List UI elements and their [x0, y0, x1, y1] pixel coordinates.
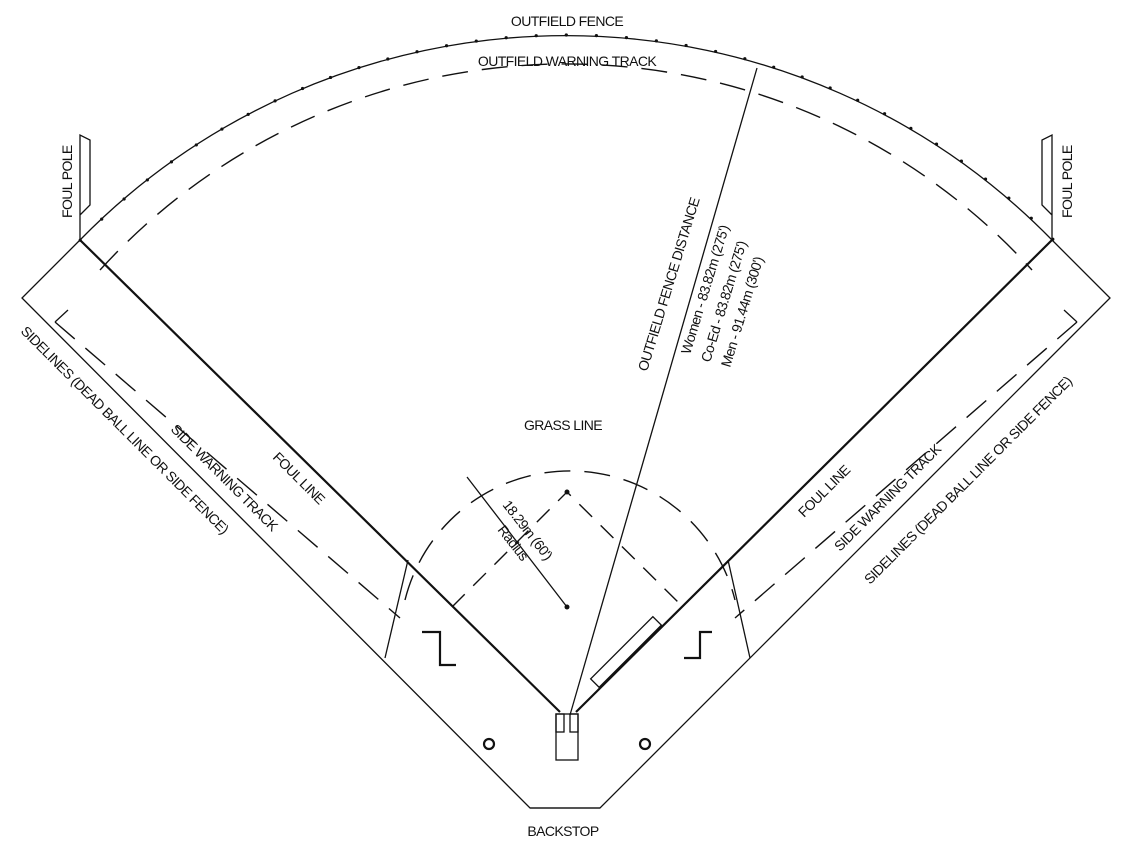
fence-post — [415, 50, 419, 54]
fence-post — [194, 143, 198, 147]
fence-post — [1029, 216, 1033, 220]
track-edge-left — [384, 559, 409, 659]
fence-post — [100, 217, 104, 221]
second-base — [564, 489, 570, 495]
fence-post — [594, 34, 598, 38]
fence-post — [273, 99, 277, 103]
fence-post — [328, 75, 333, 80]
fence-post — [169, 160, 174, 164]
fence-post — [934, 142, 939, 146]
fence-post — [800, 75, 804, 79]
coach-box-left — [422, 630, 456, 667]
sideline-left — [21, 239, 1111, 809]
foul-line-left — [79, 239, 561, 713]
fence-post — [564, 33, 568, 37]
fence-distance-line — [569, 67, 758, 716]
fence-post — [300, 86, 305, 91]
foul-pole-left-label: FOUL POLE — [59, 145, 75, 218]
fence-post — [772, 65, 776, 69]
sidelines-left-label: SIDELINES (DEAD BALL LINE OR SIDE FENCE) — [18, 323, 232, 537]
fence-post — [959, 159, 964, 163]
on-deck-circle-right — [638, 737, 652, 751]
fence-post — [983, 177, 988, 181]
foul-pole-left-icon — [79, 133, 91, 240]
batters-box-left — [555, 713, 565, 733]
fence-post — [246, 112, 250, 116]
track-tick-right — [1063, 309, 1078, 323]
fence-post — [909, 126, 913, 130]
foul-line-left-label: FOUL LINE — [270, 449, 328, 507]
fence-post — [145, 178, 149, 182]
fence-post — [714, 49, 718, 54]
fence-post — [122, 197, 126, 201]
foul-line-right — [575, 239, 1053, 713]
base-paths — [451, 491, 684, 608]
coach-box-right — [684, 630, 712, 660]
fence-post — [828, 86, 832, 90]
side-warning-track-right — [734, 321, 1078, 619]
first-base-bag — [589, 615, 663, 689]
track-tick-left — [54, 309, 69, 323]
outfield-warning-track — [99, 63, 1033, 271]
fence-post — [882, 112, 887, 116]
fence-post — [684, 43, 688, 48]
foul-pole-right-icon — [1041, 133, 1053, 240]
fence-post — [654, 39, 658, 43]
track-edge-right — [727, 559, 751, 659]
fence-post — [444, 44, 449, 48]
backstop-label: BACKSTOP — [527, 823, 598, 839]
home-plate-box — [555, 713, 579, 761]
fence-post — [386, 57, 390, 61]
outfield-warning-track-label: OUTFIELD WARNING TRACK — [478, 53, 657, 69]
fence-post — [856, 98, 860, 102]
outfield-fence-label: OUTFIELD FENCE — [511, 13, 623, 29]
foul-pole-right-label: FOUL POLE — [1059, 145, 1075, 218]
foul-line-right-label: FOUL LINE — [795, 462, 853, 520]
side-warning-track-right-label: SIDE WARNING TRACK — [831, 440, 945, 554]
fence-post — [624, 36, 629, 40]
grass-line-label: GRASS LINE — [524, 417, 602, 433]
fence-post — [1007, 196, 1011, 200]
radius-dimension — [466, 476, 568, 608]
grass-line — [404, 470, 736, 601]
fence-post — [357, 66, 361, 70]
fence-post — [743, 57, 747, 61]
on-deck-circle-left — [482, 737, 496, 751]
fence-post — [220, 127, 224, 131]
fence-posts — [78, 33, 1055, 242]
fence-post — [474, 39, 478, 43]
side-warning-track-left — [54, 321, 401, 619]
fence-post — [504, 36, 508, 40]
batters-box-right — [569, 713, 579, 733]
fence-post — [534, 34, 538, 38]
